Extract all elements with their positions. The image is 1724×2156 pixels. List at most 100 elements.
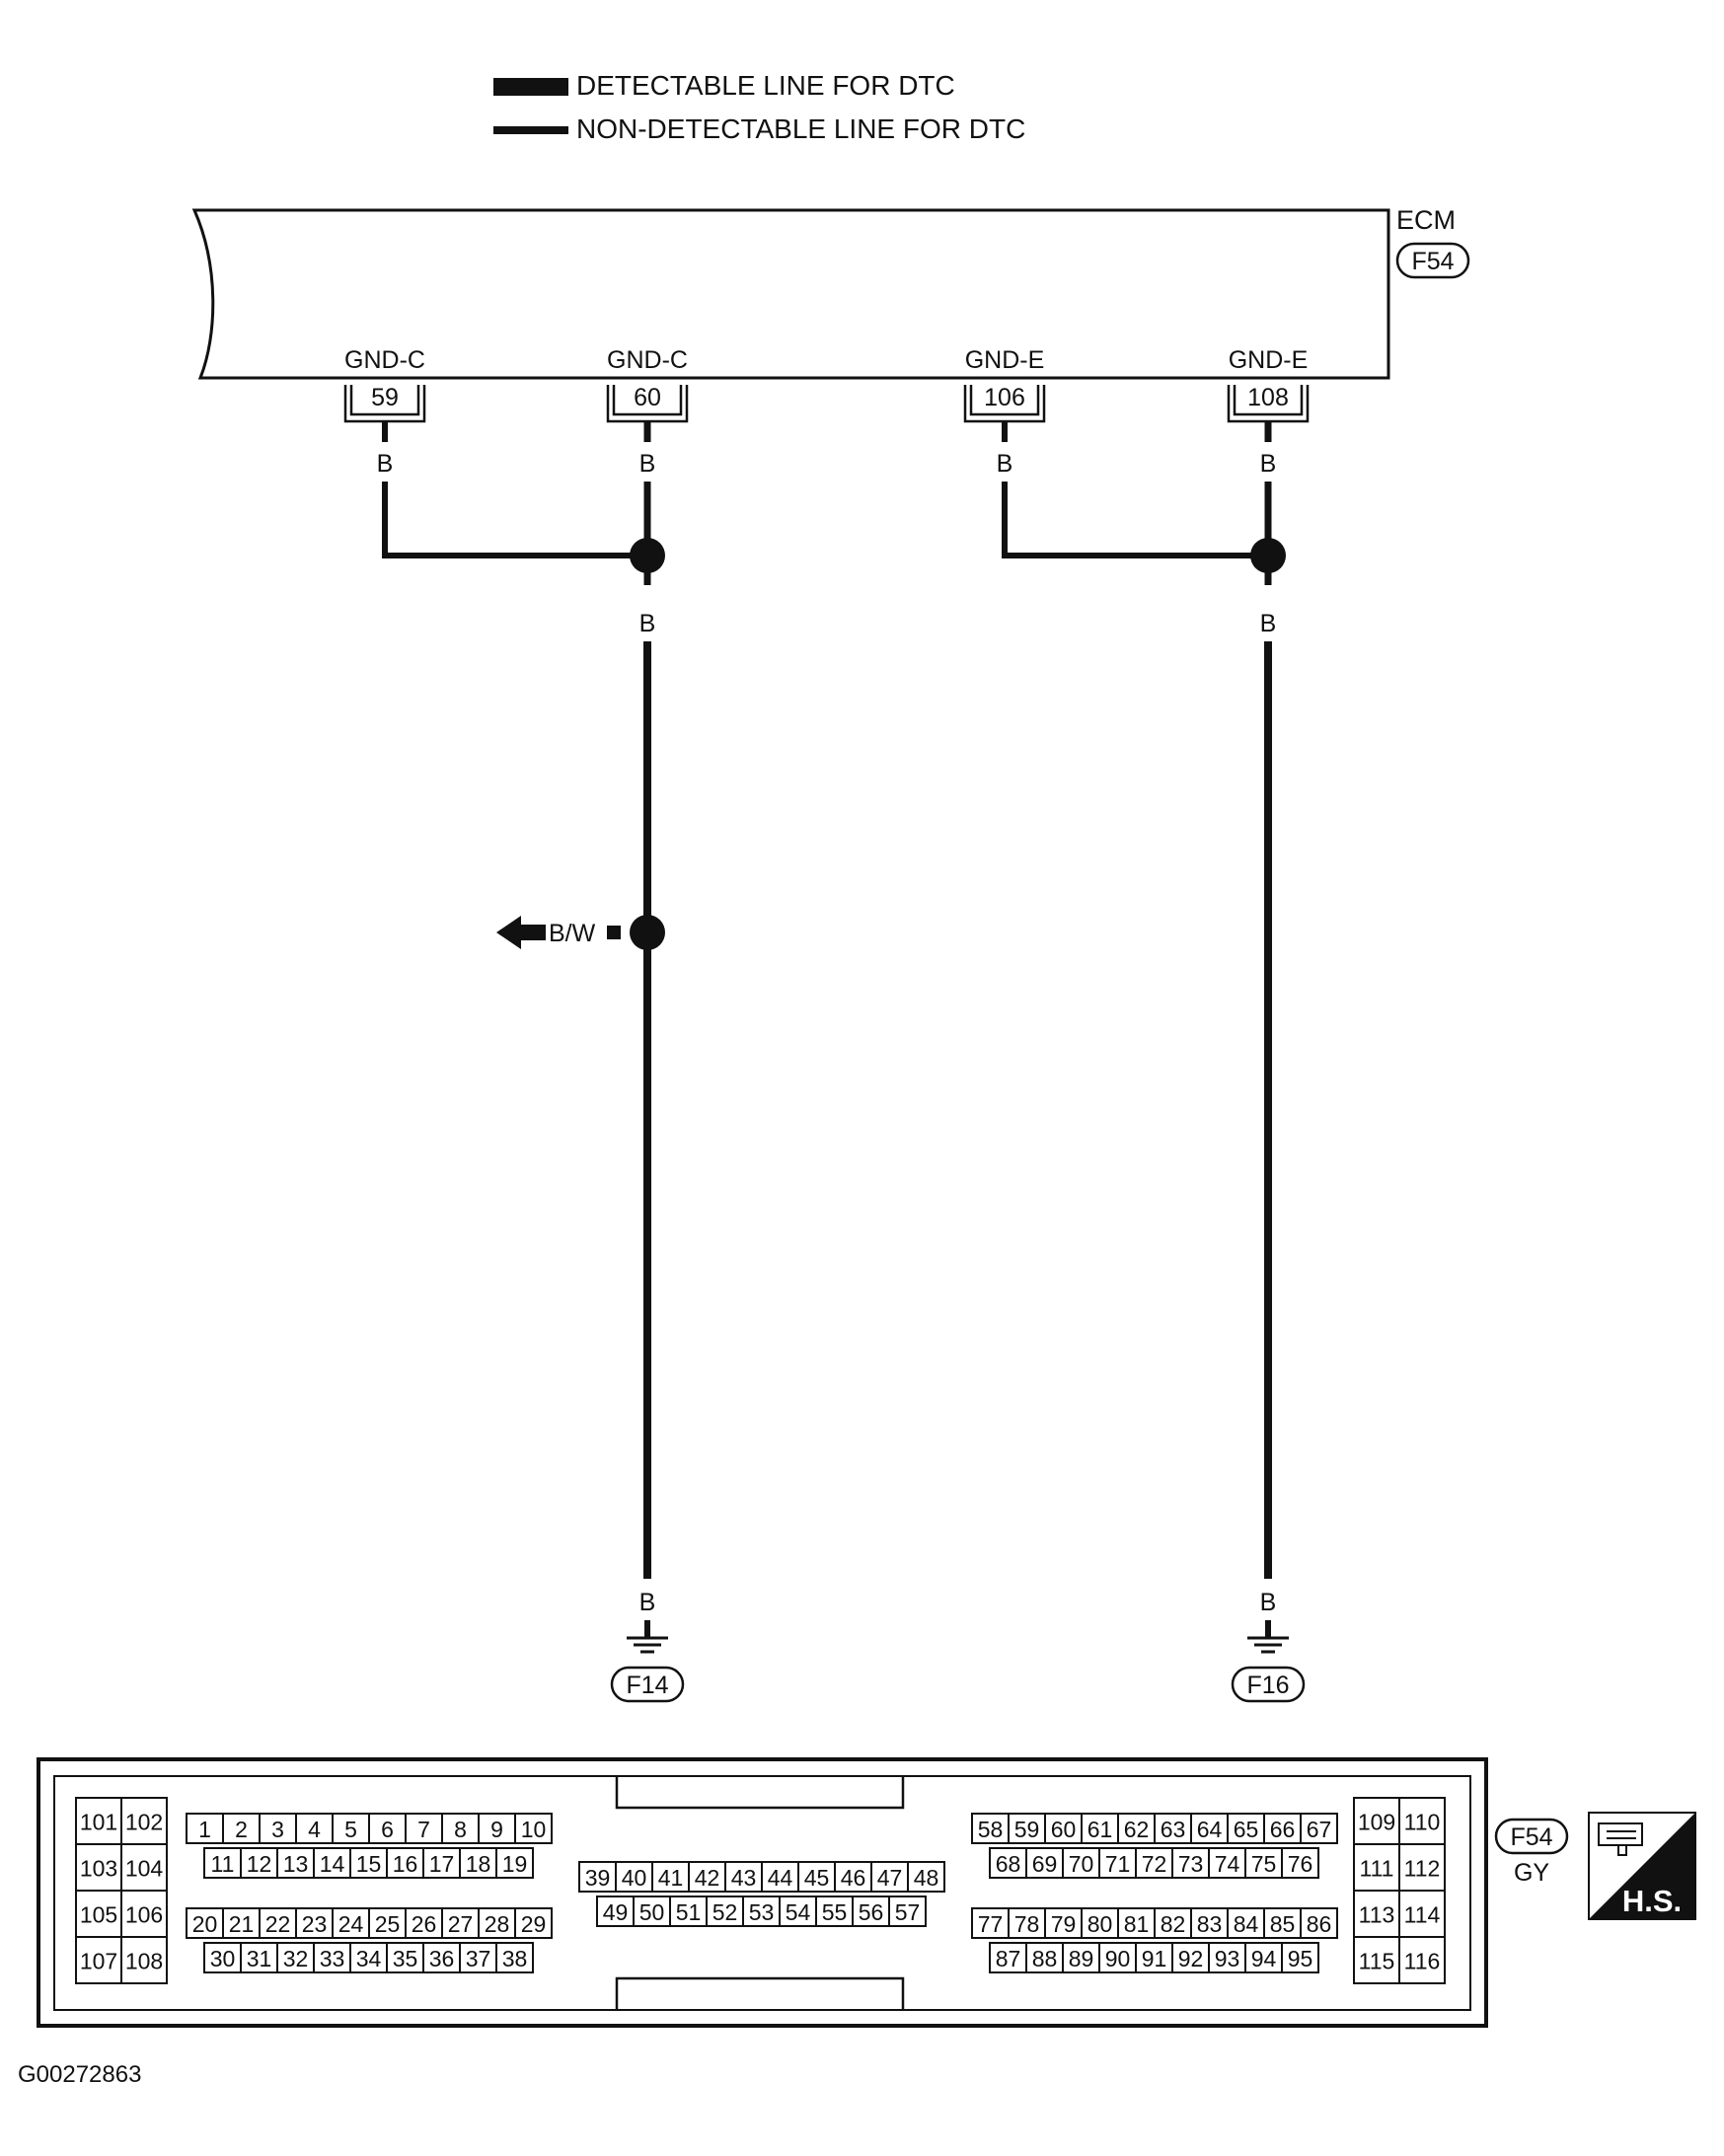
svg-text:2: 2: [235, 1817, 248, 1842]
svg-text:93: 93: [1215, 1946, 1240, 1971]
svg-text:32: 32: [283, 1946, 309, 1971]
svg-text:13: 13: [283, 1851, 309, 1877]
connector-pin-106: 106: [120, 1890, 168, 1938]
svg-text:71: 71: [1105, 1851, 1131, 1877]
connector-pin-78: 78: [1008, 1907, 1046, 1939]
svg-text:54: 54: [786, 1899, 811, 1925]
face-view-connector-label: F54: [1510, 1823, 1552, 1851]
connector-pin-85: 85: [1263, 1907, 1302, 1939]
svg-text:108: 108: [125, 1949, 163, 1974]
svg-text:89: 89: [1069, 1946, 1094, 1971]
connector-pin-12: 12: [240, 1847, 278, 1879]
svg-text:10: 10: [521, 1817, 547, 1842]
connector-pin-111: 111: [1353, 1843, 1400, 1892]
connector-pin-39: 39: [578, 1861, 617, 1893]
connector-pin-82: 82: [1154, 1907, 1192, 1939]
svg-text:B: B: [639, 1589, 656, 1616]
connector-pin-45: 45: [797, 1861, 836, 1893]
svg-text:67: 67: [1307, 1817, 1332, 1842]
connector-pin-67: 67: [1300, 1813, 1338, 1844]
connector-pin-41: 41: [651, 1861, 690, 1893]
connector-pin-95: 95: [1281, 1942, 1319, 1973]
connector-pin-94: 94: [1244, 1942, 1283, 1973]
connector-pin-51: 51: [669, 1896, 708, 1927]
svg-text:60: 60: [634, 384, 661, 411]
svg-text:86: 86: [1307, 1911, 1332, 1937]
svg-text:3: 3: [271, 1817, 284, 1842]
svg-text:55: 55: [822, 1899, 848, 1925]
svg-text:31: 31: [247, 1946, 272, 1971]
svg-text:21: 21: [229, 1911, 255, 1937]
connector-pin-31: 31: [240, 1942, 278, 1973]
svg-text:70: 70: [1069, 1851, 1094, 1877]
svg-text:B: B: [1260, 610, 1277, 637]
svg-text:B: B: [1260, 1589, 1277, 1616]
connector-pin-50: 50: [633, 1896, 671, 1927]
svg-text:61: 61: [1087, 1817, 1113, 1842]
connector-pin-16: 16: [386, 1847, 424, 1879]
connector-pin-15: 15: [349, 1847, 388, 1879]
svg-text:B: B: [1260, 450, 1277, 478]
connector-pin-92: 92: [1171, 1942, 1210, 1973]
connector-pin-5: 5: [332, 1813, 370, 1844]
svg-text:25: 25: [375, 1911, 401, 1937]
figure-code: G00272863: [18, 2061, 141, 2088]
svg-text:GND-E: GND-E: [1229, 346, 1309, 374]
connector-pin-21: 21: [222, 1907, 261, 1939]
connector-pin-88: 88: [1025, 1942, 1064, 1973]
svg-text:76: 76: [1288, 1851, 1313, 1877]
connector-pin-27: 27: [441, 1907, 480, 1939]
svg-text:14: 14: [320, 1851, 345, 1877]
svg-text:40: 40: [622, 1865, 647, 1891]
connector-pin-18: 18: [459, 1847, 497, 1879]
svg-text:94: 94: [1251, 1946, 1277, 1971]
connector-pin-105: 105: [75, 1890, 122, 1938]
svg-text:72: 72: [1142, 1851, 1167, 1877]
svg-text:26: 26: [412, 1911, 437, 1937]
connector-pin-28: 28: [478, 1907, 516, 1939]
svg-text:34: 34: [356, 1946, 382, 1971]
svg-text:19: 19: [502, 1851, 528, 1877]
svg-text:29: 29: [521, 1911, 547, 1937]
svg-text:83: 83: [1197, 1911, 1223, 1937]
legend: DETECTABLE LINE FOR DTC NON-DETECTABLE L…: [493, 70, 1025, 144]
svg-text:39: 39: [585, 1865, 611, 1891]
svg-text:53: 53: [749, 1899, 775, 1925]
connector-pin-35: 35: [386, 1942, 424, 1973]
connector-pin-65: 65: [1227, 1813, 1265, 1844]
connector-pin-83: 83: [1190, 1907, 1229, 1939]
svg-text:49: 49: [603, 1899, 629, 1925]
wire-gnd-e: B B B B: [997, 421, 1277, 1638]
connector-pin-116: 116: [1398, 1936, 1446, 1984]
connector-color-label: GY: [1514, 1859, 1549, 1887]
connector-pin-25: 25: [368, 1907, 407, 1939]
connector-pin-1: 1: [186, 1813, 224, 1844]
svg-text:47: 47: [877, 1865, 903, 1891]
connector-pin-86: 86: [1300, 1907, 1338, 1939]
connector-pin-20: 20: [186, 1907, 224, 1939]
svg-text:38: 38: [502, 1946, 528, 1971]
connector-pin-72: 72: [1135, 1847, 1173, 1879]
connector-pin-101: 101: [75, 1797, 122, 1845]
connector-pin-32: 32: [276, 1942, 315, 1973]
connector-pin-42: 42: [688, 1861, 726, 1893]
svg-text:106: 106: [125, 1902, 163, 1928]
svg-text:44: 44: [768, 1865, 793, 1891]
svg-text:62: 62: [1124, 1817, 1150, 1842]
svg-text:84: 84: [1234, 1911, 1259, 1937]
svg-text:58: 58: [978, 1817, 1004, 1842]
svg-text:18: 18: [466, 1851, 491, 1877]
splice-junction-right: [1250, 538, 1286, 573]
svg-text:41: 41: [658, 1865, 684, 1891]
svg-text:37: 37: [466, 1946, 491, 1971]
svg-text:8: 8: [454, 1817, 467, 1842]
svg-text:B: B: [639, 610, 656, 637]
svg-text:74: 74: [1215, 1851, 1240, 1877]
connector-pin-49: 49: [596, 1896, 635, 1927]
connector-pin-77: 77: [971, 1907, 1010, 1939]
connector-pin-19: 19: [495, 1847, 534, 1879]
svg-text:95: 95: [1288, 1946, 1313, 1971]
connector-pin-11: 11: [203, 1847, 242, 1879]
connector-pin-22: 22: [259, 1907, 297, 1939]
